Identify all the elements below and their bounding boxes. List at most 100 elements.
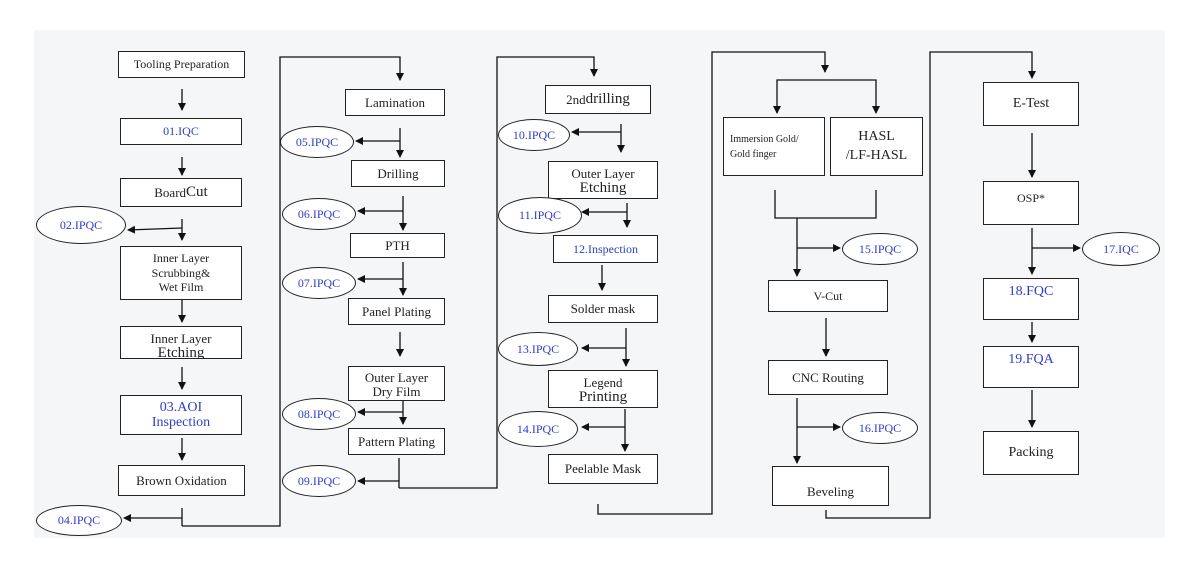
check-label: 17.IQC (1103, 241, 1139, 256)
step-label: Drilling (377, 165, 419, 181)
connector-split-right (825, 79, 880, 114)
iqc-01-step: 01.IQC (120, 118, 242, 145)
ipqc-02-check: 02.IPQC (36, 206, 126, 244)
ipqc-11-check: 11.IPQC (498, 197, 582, 234)
step-label: Inner Layer (152, 251, 210, 266)
connector-split-left (773, 79, 825, 114)
panel-plating-step: Panel Plating (348, 298, 445, 325)
cnc-routing-step: CNC Routing (768, 360, 888, 395)
connector-col1-to-col2 (182, 56, 404, 527)
solder-mask-step: Solder mask (548, 295, 658, 323)
check-label: 13.IPQC (516, 341, 560, 356)
arrow-to-ipqc02 (127, 225, 183, 234)
step-label: E-Te (1012, 95, 1040, 111)
step-label: Immersion Gold/ (730, 133, 799, 145)
step-label: Lamination (365, 94, 425, 110)
check-label: 09.IPQC (297, 473, 341, 488)
step-label: 01.IQC (163, 124, 199, 139)
check-label: 05.IPQC (295, 134, 339, 149)
ipqc-04-check: 04.IPQC (36, 505, 122, 536)
step-label: Outer Layer (364, 370, 429, 385)
step-label: Dry Film (372, 383, 421, 399)
osp-step: OSP* (983, 181, 1079, 225)
step-label-large: Etching (579, 179, 627, 196)
step-label: PTH (385, 237, 410, 253)
check-label: 10.IPQC (512, 127, 556, 142)
second-drilling-step: 2nd drilling (545, 85, 651, 114)
pattern-plating-step: Pattern Plating (348, 428, 445, 455)
step-label: OSP* (1016, 191, 1045, 205)
lamination-step: Lamination (345, 89, 445, 116)
peelable-mask-step: Peelable Mask (548, 454, 658, 484)
check-label: 14.IPQC (516, 421, 560, 436)
step-label: Beveling (807, 484, 854, 500)
step-label: Inspection (151, 415, 211, 430)
hasl-step: HASL/LF-HASL (830, 117, 923, 176)
check-label: 02.IPQC (59, 217, 103, 232)
step-label: 19.FQA (1008, 352, 1054, 367)
step-label: Panel Plating (362, 303, 431, 319)
pth-step: PTH (350, 233, 445, 258)
board-cut-step: Board Cut (120, 178, 242, 207)
ipqc-06-check: 06.IPQC (282, 198, 356, 230)
inspection-12-step: 12.Inspection (553, 235, 658, 263)
step-label-large: Printing (578, 388, 628, 405)
step-label: Packing (1008, 444, 1054, 460)
packing-step: Packing (983, 431, 1079, 475)
step-label: 12.Inspection (573, 241, 638, 256)
step-label: 03.AOI (159, 399, 203, 415)
iqc-17-check: 17.IQC (1082, 232, 1160, 266)
check-label: 07.IPQC (297, 275, 341, 290)
ipqc-09-check: 09.IPQC (282, 465, 356, 497)
fqc-18-step: 18.FQC (983, 278, 1079, 320)
check-label: 06.IPQC (297, 206, 341, 221)
step-label: Board (154, 184, 187, 200)
v-cut-step: V-Cut (768, 280, 888, 312)
ipqc-13-check: 13.IPQC (498, 332, 578, 366)
step-label: V-Cut (813, 288, 843, 303)
step-label: Legend (583, 375, 623, 390)
fqa-19-step: 19.FQA (983, 346, 1079, 388)
ipqc-05-check: 05.IPQC (280, 126, 354, 158)
step-label: st (1039, 95, 1050, 111)
step-label: Inner Layer (150, 331, 212, 346)
step-label: Peelable Mask (564, 461, 642, 477)
check-label: 04.IPQC (57, 513, 101, 527)
check-label: 15.IPQC (858, 241, 902, 256)
connector-col2-to-col3 (399, 56, 598, 489)
step-label: Outer Layer (571, 166, 635, 181)
connector-col3-to-col4 (597, 51, 829, 515)
tooling-preparation-step: Tooling Preparation (118, 51, 245, 78)
immersion-gold-step: Immersion Gold/Gold finger (723, 117, 825, 176)
step-label-large: Cut (186, 183, 208, 200)
ipqc-15-check: 15.IPQC (842, 233, 918, 265)
ipqc-16-check: 16.IPQC (842, 412, 918, 444)
step-label: Wet Film (158, 280, 204, 295)
step-label: Pattern Plating (358, 433, 435, 449)
step-label: Gold finger (730, 148, 777, 160)
step-label-large: Etching (157, 344, 205, 359)
step-label: /LF-HASL (845, 147, 908, 163)
step-label: HASL (858, 129, 895, 145)
ipqc-07-check: 07.IPQC (282, 267, 356, 299)
step-label: Brown Oxidation (136, 472, 227, 488)
ipqc-14-check: 14.IPQC (498, 411, 578, 447)
brown-oxidation-step: Brown Oxidation (118, 465, 245, 496)
step-label: Scrubbing& (151, 265, 211, 280)
ipqc-08-check: 08.IPQC (282, 398, 356, 430)
step-label: 18.FQC (1008, 284, 1054, 299)
step-label-large: drilling (585, 90, 630, 107)
step-label: 2nd (566, 91, 586, 107)
check-label: 16.IPQC (858, 420, 902, 435)
beveling-step: Beveling (772, 466, 889, 506)
connector-merge (774, 190, 877, 219)
connector-col4-to-col5 (825, 51, 1036, 519)
check-label: 08.IPQC (297, 406, 341, 421)
